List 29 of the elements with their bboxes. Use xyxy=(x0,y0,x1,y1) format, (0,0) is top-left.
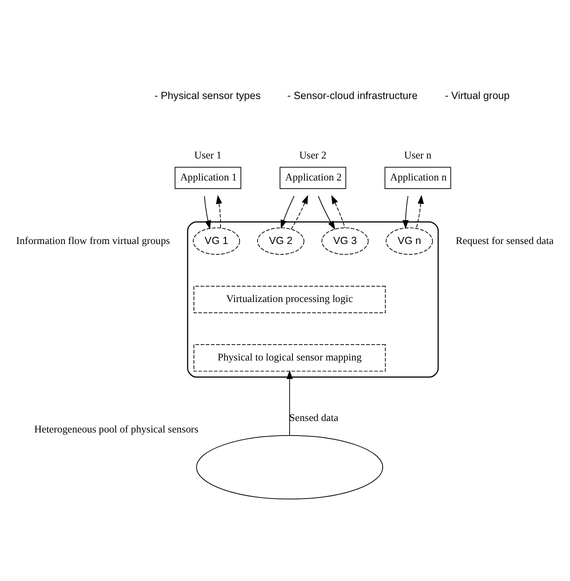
node-label: Heterogeneous pool of physical sensors xyxy=(34,424,198,436)
label: Information flow from virtual groups xyxy=(16,235,170,246)
arrow xyxy=(204,195,211,229)
node-ellipse: VG 3 xyxy=(321,226,369,254)
node-box: Physical to logical sensor mapping xyxy=(194,344,386,372)
arrow xyxy=(331,194,346,228)
label: Request for sensed data xyxy=(456,235,554,246)
arrow xyxy=(416,194,424,228)
arrow xyxy=(402,195,409,229)
node-label: User n xyxy=(404,150,432,161)
node-box: Application 2 xyxy=(280,166,346,188)
arrow xyxy=(286,370,293,436)
arrow xyxy=(216,194,222,228)
arrow xyxy=(318,195,336,230)
node-label: User 2 xyxy=(299,150,326,161)
legend-label: - Virtual group xyxy=(444,90,510,102)
legend-label: - Physical sensor types xyxy=(154,90,261,102)
arrow xyxy=(290,194,308,230)
node-ellipse: VG 2 xyxy=(257,226,304,254)
node-ellipse xyxy=(196,434,384,499)
arrow xyxy=(280,195,294,228)
edge-label: Sensed data xyxy=(289,412,338,424)
node-box: Application n xyxy=(384,166,452,188)
legend-label: - Sensor-cloud infrastructure xyxy=(287,90,418,102)
node-box: Application 1 xyxy=(174,166,242,188)
node-box: Virtualization processing logic xyxy=(194,285,386,313)
node-label: User 1 xyxy=(194,150,222,161)
node-ellipse: VG 1 xyxy=(192,226,240,254)
node-ellipse: VG n xyxy=(386,226,433,254)
